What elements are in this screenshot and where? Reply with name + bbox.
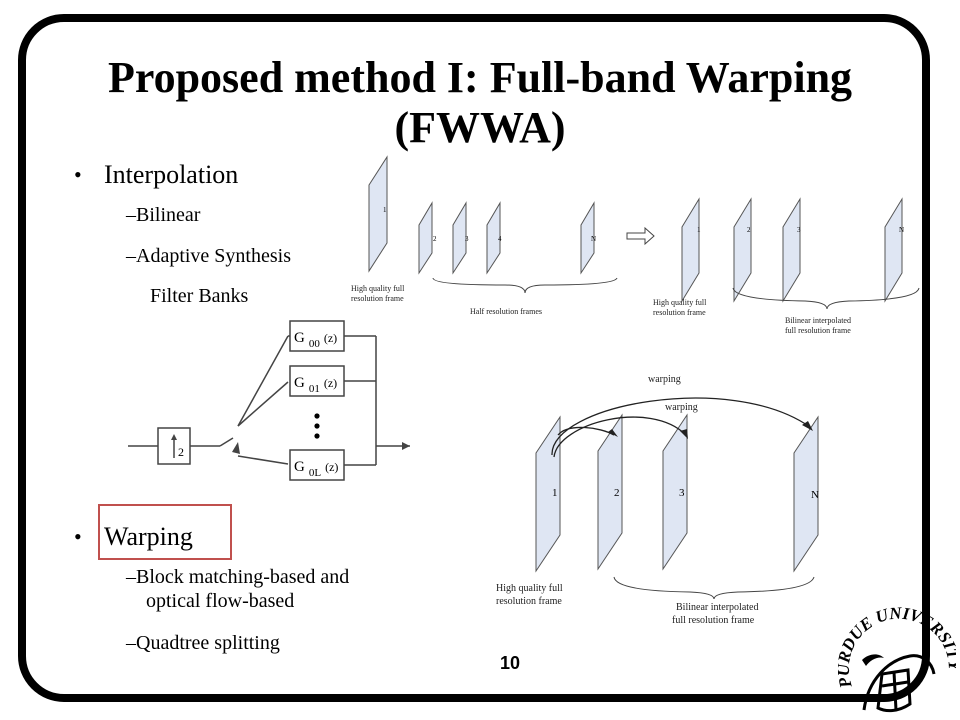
- slide-title-line2: (FWWA): [394, 103, 566, 152]
- interpolation-diagram: 1 2 3 4 N 1 2 3 N High quality full reso…: [351, 155, 920, 335]
- svg-text:Bilinear interpolated: Bilinear interpolated: [785, 316, 851, 325]
- svg-text:2: 2: [433, 235, 437, 243]
- svg-text:Bilinear interpolated: Bilinear interpolated: [676, 602, 758, 613]
- left-frame-2: [418, 201, 433, 275]
- warp-frame-2: [597, 413, 623, 571]
- svg-text:2: 2: [614, 487, 620, 499]
- sub-bullet-block-matching: –Block matching-based and: [126, 566, 350, 588]
- svg-text:3: 3: [465, 235, 469, 243]
- ellipsis-dot: [314, 413, 320, 419]
- svg-text:N: N: [591, 235, 596, 243]
- sub-bullet-optical-flow: optical flow-based: [146, 590, 295, 612]
- ellipsis-dot: [314, 433, 320, 439]
- svg-text:resolution frame: resolution frame: [653, 308, 706, 317]
- warp-arrow-outer: [551, 397, 811, 456]
- warping-highlight-box: [98, 504, 232, 560]
- svg-text:Half resolution frames: Half resolution frames: [470, 307, 542, 316]
- bullet-interpolation: Interpolation: [104, 160, 239, 189]
- right-brace: [732, 287, 920, 310]
- svg-text:warping: warping: [648, 374, 681, 385]
- svg-text:full resolution frame: full resolution frame: [672, 615, 755, 626]
- svg-text:1: 1: [697, 226, 701, 234]
- warp-arrow-inner: [553, 416, 687, 458]
- left-frame-n: [580, 201, 595, 275]
- page-number: 10: [499, 653, 521, 673]
- warp-arrow-short: [557, 426, 615, 436]
- svg-text:3: 3: [797, 226, 801, 234]
- purdue-logo: PURDUE UNIVERSITY: [838, 603, 956, 713]
- sub-bullet-filter-banks: Filter Banks: [150, 285, 249, 307]
- right-frame-n: [884, 197, 903, 303]
- svg-text:resolution frame: resolution frame: [351, 294, 404, 303]
- svg-text:High quality full: High quality full: [496, 583, 563, 594]
- bullet-warping: Warping: [104, 522, 193, 551]
- svg-text:full resolution frame: full resolution frame: [785, 326, 851, 335]
- svg-text:2: 2: [747, 226, 751, 234]
- svg-text:N: N: [899, 226, 904, 234]
- bullet-dot: •: [74, 524, 82, 549]
- warping-diagram: 1 2 3 N warping warping High quality ful…: [496, 374, 819, 626]
- svg-text:High quality full: High quality full: [653, 298, 707, 307]
- svg-text:resolution frame: resolution frame: [496, 596, 562, 607]
- sub-bullet-bilinear: –Bilinear: [126, 204, 201, 226]
- left-brace: [432, 277, 618, 294]
- right-frame-2: [733, 197, 752, 303]
- svg-text:High quality full: High quality full: [351, 284, 405, 293]
- interp-arrow: [626, 226, 655, 246]
- svg-text:N: N: [811, 489, 819, 501]
- left-frame-1: [368, 155, 388, 273]
- svg-text:1: 1: [552, 487, 558, 499]
- right-frame-1: [681, 197, 700, 303]
- svg-text:3: 3: [679, 487, 685, 499]
- bullet-dot: •: [74, 162, 82, 187]
- sub-bullet-adaptive-synthesis: –Adaptive Synthesis: [126, 245, 291, 267]
- slide-frame: [18, 14, 930, 702]
- warp-frame-3: [662, 413, 688, 571]
- right-frame-3: [782, 197, 801, 303]
- upsample-label: 2: [178, 445, 184, 459]
- svg-text:warping: warping: [665, 402, 698, 413]
- svg-text:PURDUE UNIVERSITY: PURDUE UNIVERSITY: [838, 603, 956, 690]
- ellipsis-dot: [314, 423, 320, 429]
- svg-text:1: 1: [383, 206, 387, 214]
- left-frame-3: [452, 201, 467, 275]
- left-frame-4: [486, 201, 501, 275]
- sub-bullet-quadtree: –Quadtree splitting: [126, 632, 280, 654]
- svg-text:4: 4: [498, 235, 502, 243]
- slide-title-line1: Proposed method I: Full-band Warping: [107, 53, 853, 102]
- warp-brace: [613, 576, 815, 600]
